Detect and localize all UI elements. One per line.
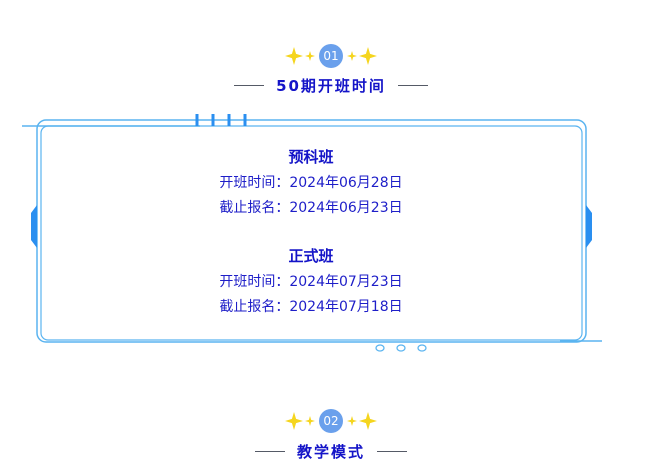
sparkle-icon — [359, 412, 377, 430]
schedule-card: 预科班 开班时间：2024年06月28日 截止报名：2024年06月23日 正式… — [36, 146, 586, 336]
sparkle-icon — [285, 412, 303, 430]
class-name: 预科班 — [288, 150, 334, 166]
class-start-date: 开班时间：2024年07月23日 — [219, 274, 403, 290]
sparkle-icon — [305, 51, 315, 61]
block-spacer — [36, 221, 586, 245]
title-divider — [377, 450, 407, 452]
section-number-badge: 02 — [319, 409, 343, 433]
section-title-row: 教学模式 — [0, 441, 662, 461]
section-badge-row: 01 — [0, 44, 662, 68]
class-name: 正式班 — [288, 249, 334, 265]
class-registration-deadline: 截止报名：2024年06月23日 — [219, 200, 403, 216]
section-number-badge: 01 — [319, 44, 343, 68]
title-divider — [254, 450, 285, 452]
sparkle-icon — [285, 47, 303, 65]
section-title: 50期开班时间 — [276, 76, 386, 95]
section-title: 教学模式 — [296, 442, 365, 461]
sparkle-icon — [305, 416, 315, 426]
sparkle-icon — [347, 51, 357, 61]
section-title-row: 50期开班时间 — [0, 75, 662, 95]
sparkle-icon — [347, 416, 357, 426]
title-divider — [397, 84, 428, 86]
class-start-date: 开班时间：2024年06月28日 — [219, 175, 403, 191]
class-block-prep: 预科班 开班时间：2024年06月28日 截止报名：2024年06月23日 — [36, 146, 586, 221]
class-registration-deadline: 截止报名：2024年07月18日 — [219, 299, 403, 315]
class-block-formal: 正式班 开班时间：2024年07月23日 截止报名：2024年07月18日 — [36, 245, 586, 320]
sparkle-icon — [359, 47, 377, 65]
title-divider — [234, 84, 265, 86]
section-badge-row: 02 — [0, 409, 662, 433]
